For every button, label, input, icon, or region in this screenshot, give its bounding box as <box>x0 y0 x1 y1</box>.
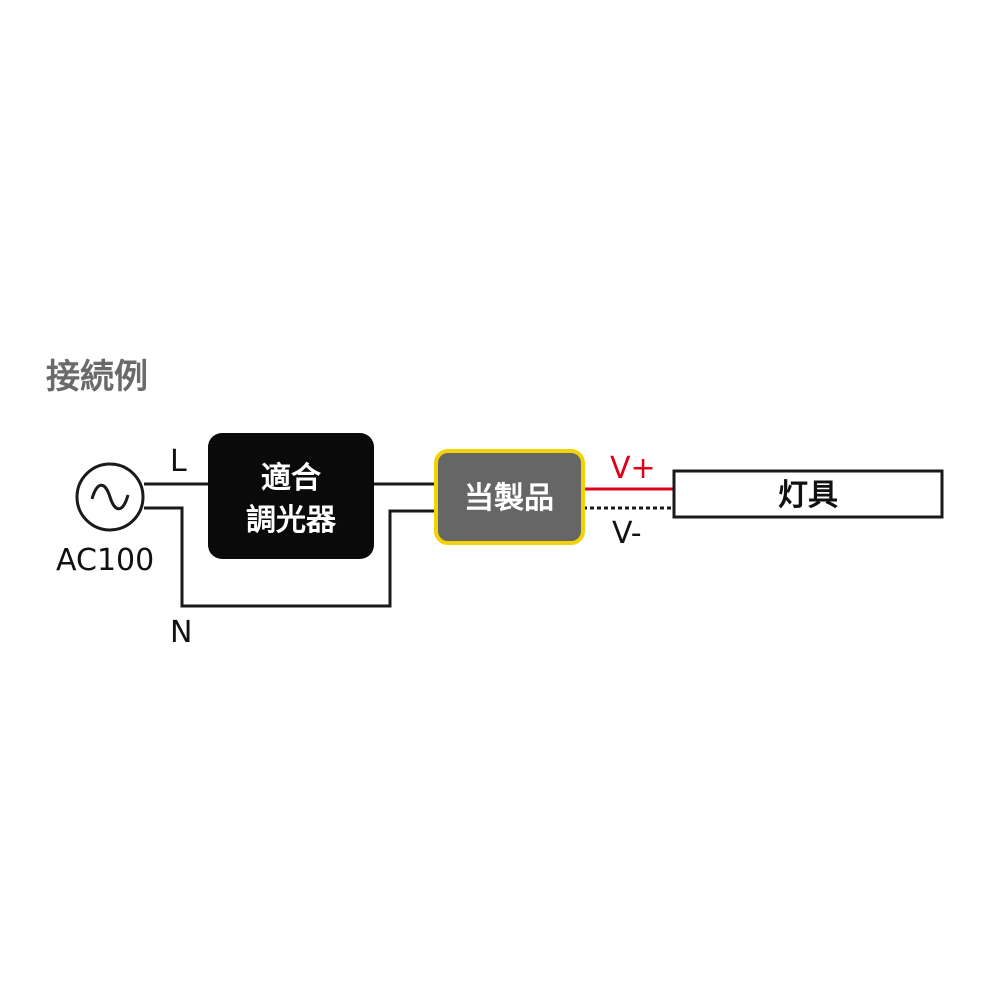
product-box: 当製品 <box>434 449 585 545</box>
dimmer-label-line2: 調光器 <box>246 503 337 538</box>
source-label: AC100 <box>56 543 154 578</box>
wires <box>144 482 674 608</box>
neutral-wire <box>144 506 437 608</box>
product-label: 当製品 <box>464 481 554 516</box>
fixture-label: 灯具 <box>778 478 838 513</box>
vplus-label: V+ <box>610 451 656 486</box>
diagram-title: 接続例 <box>46 357 148 397</box>
dimmer-box: 適合 調光器 <box>208 433 374 559</box>
dimmer-label-line1: 適合 <box>261 461 321 496</box>
fixture-box: 灯具 <box>672 469 944 519</box>
ac-source-icon <box>75 462 145 532</box>
line-label: L <box>170 444 187 479</box>
vminus-label: V- <box>612 516 642 551</box>
neutral-label: N <box>170 615 192 650</box>
